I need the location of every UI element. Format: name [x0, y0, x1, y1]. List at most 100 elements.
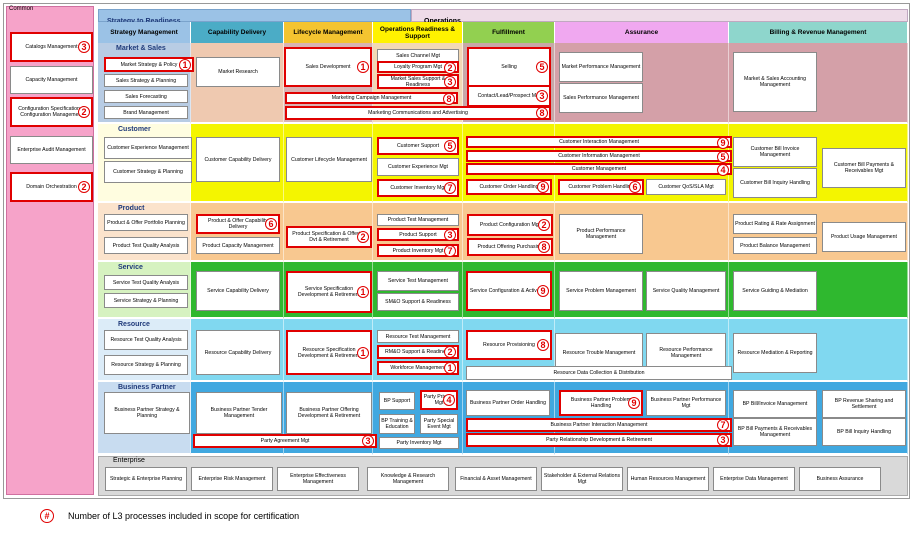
process-box[interactable]: Customer Strategy & Planning — [104, 161, 192, 183]
process-box[interactable]: Product Balance Management — [733, 237, 817, 254]
process-box-label: Product Specification & Offering Dvt & R… — [292, 231, 366, 243]
legend: # Number of L3 processes included in sco… — [40, 509, 299, 523]
process-box[interactable]: Service Problem Management — [559, 271, 643, 311]
process-box[interactable]: Product Capacity Management — [196, 237, 280, 254]
process-box[interactable]: Customer Bill Invoice Management — [733, 137, 817, 167]
process-box[interactable]: Service Specification Development & Reti… — [286, 271, 372, 313]
process-box[interactable]: Service Guiding & Mediation — [733, 271, 817, 311]
process-box[interactable]: Product Support — [377, 228, 459, 241]
process-box[interactable]: Product Offering Purchasing — [467, 238, 553, 256]
process-box[interactable]: BP Bill Payments & Receivables Managemen… — [733, 418, 817, 446]
process-box[interactable]: Resource Data Collection & Distribution — [466, 366, 732, 380]
process-box[interactable]: Customer Bill Payments & Receivables Mgt — [822, 148, 906, 188]
process-box[interactable]: Business Partner Strategy & Planning — [104, 392, 190, 434]
enterprise-box[interactable]: Human Resources Management — [627, 467, 709, 491]
process-box[interactable]: Business Partner Offering Development & … — [286, 392, 372, 434]
process-box[interactable]: SM&O Support & Readiness — [377, 293, 459, 311]
enterprise-box[interactable]: Strategic & Enterprise Planning — [105, 467, 187, 491]
process-box[interactable]: Resource Test Management — [377, 330, 459, 343]
enterprise-box[interactable]: Knowledge & Research Management — [367, 467, 449, 491]
process-box[interactable]: Party Agreement Mgt — [193, 434, 377, 448]
process-box[interactable]: Party Inventory Mgt — [379, 437, 459, 449]
enterprise-box[interactable]: Business Assurance — [799, 467, 881, 491]
process-box[interactable]: Party Relationship Development & Retirem… — [466, 433, 732, 447]
process-box[interactable]: Product Rating & Rate Assignment — [733, 214, 817, 234]
process-box[interactable]: Selling — [467, 47, 551, 87]
process-box[interactable]: Resource Strategy & Planning — [104, 355, 188, 375]
process-box[interactable]: Service Test Management — [377, 271, 459, 291]
process-box[interactable]: Business Partner Performance Mgt — [646, 390, 726, 416]
process-box[interactable]: Business Partner Tender Management — [196, 392, 282, 434]
enterprise-box[interactable]: Enterprise Risk Management — [191, 467, 273, 491]
process-box[interactable]: Resource Provisioning — [466, 330, 552, 360]
process-box[interactable]: Product Specification & Offering Dvt & R… — [286, 226, 372, 248]
process-box[interactable]: Service Strategy & Planning — [104, 293, 188, 308]
process-box[interactable]: Product Performance Management — [559, 214, 643, 254]
process-box[interactable]: Sales Forecasting — [104, 90, 188, 103]
process-box[interactable]: Party Special Event Mgt — [420, 414, 458, 434]
process-box[interactable]: Product Test Management — [377, 214, 459, 226]
process-box[interactable]: Sales Development — [284, 47, 372, 87]
process-box[interactable]: BP Bill Inquiry Handling — [822, 418, 906, 446]
process-box[interactable]: Service Configuration & Activation — [466, 271, 552, 311]
process-box[interactable]: RM&O Support & Readiness — [377, 345, 459, 359]
enterprise-box[interactable]: Enterprise Effectiveness Management — [277, 467, 359, 491]
process-box[interactable]: Customer Support — [377, 137, 459, 155]
process-box[interactable]: Product Inventory Mgt — [377, 244, 459, 257]
common-item[interactable]: Catalogs Management — [10, 32, 93, 62]
process-box[interactable]: Customer Capability Delivery — [196, 137, 280, 182]
process-box-count-badge: 7 — [444, 245, 456, 257]
process-box[interactable]: Service Capability Delivery — [196, 271, 280, 311]
process-box[interactable]: Service Quality Management — [646, 271, 726, 311]
process-box[interactable]: Resource Capability Delivery — [196, 330, 280, 375]
process-box[interactable]: Customer Lifecycle Management — [286, 137, 372, 182]
process-box[interactable]: Customer Experience Management — [104, 137, 192, 159]
common-item[interactable]: Capacity Management — [10, 66, 93, 94]
process-box[interactable]: Market Performance Management — [559, 52, 643, 82]
process-box[interactable]: Workforce Management — [377, 361, 459, 375]
enterprise-box[interactable]: Financial & Asset Management — [455, 467, 537, 491]
process-box[interactable]: Customer QoS/SLA Mgt — [646, 179, 726, 195]
process-box[interactable]: Business Partner Order Handling — [466, 390, 550, 416]
process-box[interactable]: Marketing Campaign Management — [285, 92, 458, 104]
enterprise-box[interactable]: Enterprise Data Management — [713, 467, 795, 491]
process-box[interactable]: Product Test Quality Analysis — [104, 237, 188, 254]
enterprise-box[interactable]: Stakeholder & External Relations Mgt — [541, 467, 623, 491]
process-box[interactable]: Market & Sales Accounting Management — [733, 52, 817, 112]
process-box-label: Business Partner Tender Management — [210, 407, 268, 419]
process-box-label: Market Research — [218, 69, 258, 75]
process-box[interactable]: Sales Strategy & Planning — [104, 74, 188, 87]
process-box[interactable]: Resource Test Quality Analysis — [104, 330, 188, 350]
column-header: Strategy Management — [98, 22, 191, 43]
process-box[interactable]: Product Configuration Mgt — [467, 214, 553, 236]
process-box[interactable]: Brand Management — [104, 106, 188, 119]
process-box-count-badge: 8 — [537, 339, 549, 351]
process-box[interactable]: BP Training & Education — [379, 414, 415, 434]
process-box[interactable]: Customer Order Handling — [466, 179, 552, 195]
process-box[interactable]: Customer Inventory Mgt — [377, 179, 459, 197]
process-box[interactable]: Marketing Communications and Advertising — [285, 106, 551, 120]
process-box[interactable]: Customer Problem Handling — [558, 179, 644, 195]
process-box[interactable]: Product & Offer Portfolio Planning — [104, 214, 188, 231]
process-box[interactable]: Market Research — [196, 57, 280, 87]
process-box[interactable]: Product Usage Management — [822, 222, 906, 252]
process-box[interactable]: Market Sales Support & Readiness — [377, 74, 459, 89]
process-box[interactable]: Customer Bill Inquiry Handling — [733, 168, 817, 198]
process-box[interactable]: BP Support — [379, 392, 415, 410]
common-item[interactable]: Enterprise Audit Management — [10, 136, 93, 164]
column-header-label: Lifecycle Management — [293, 29, 363, 36]
process-box[interactable]: Customer Management — [466, 163, 732, 175]
process-box-label: Party Privacy Mgt — [423, 394, 455, 406]
process-box[interactable]: Sales Performance Management — [559, 83, 643, 113]
process-box[interactable]: Customer Interaction Management — [466, 136, 732, 148]
process-box[interactable]: Business Partner Interaction Management — [466, 418, 732, 432]
process-box[interactable]: Resource Mediation & Reporting — [733, 333, 817, 373]
process-box[interactable]: BP Bill/Invoice Management — [733, 390, 817, 418]
process-box[interactable]: Product & Offer Capability Delivery — [196, 214, 280, 234]
process-box[interactable]: Service Test Quality Analysis — [104, 275, 188, 290]
process-box[interactable]: Customer Information Management — [466, 150, 732, 162]
process-box[interactable]: BP Revenue Sharing and Settlement — [822, 390, 906, 418]
process-box[interactable]: Market Strategy & Policy — [104, 57, 194, 72]
process-box[interactable]: Customer Experience Mgt — [377, 158, 459, 176]
process-box[interactable]: Loyalty Program Mgt — [377, 61, 459, 73]
